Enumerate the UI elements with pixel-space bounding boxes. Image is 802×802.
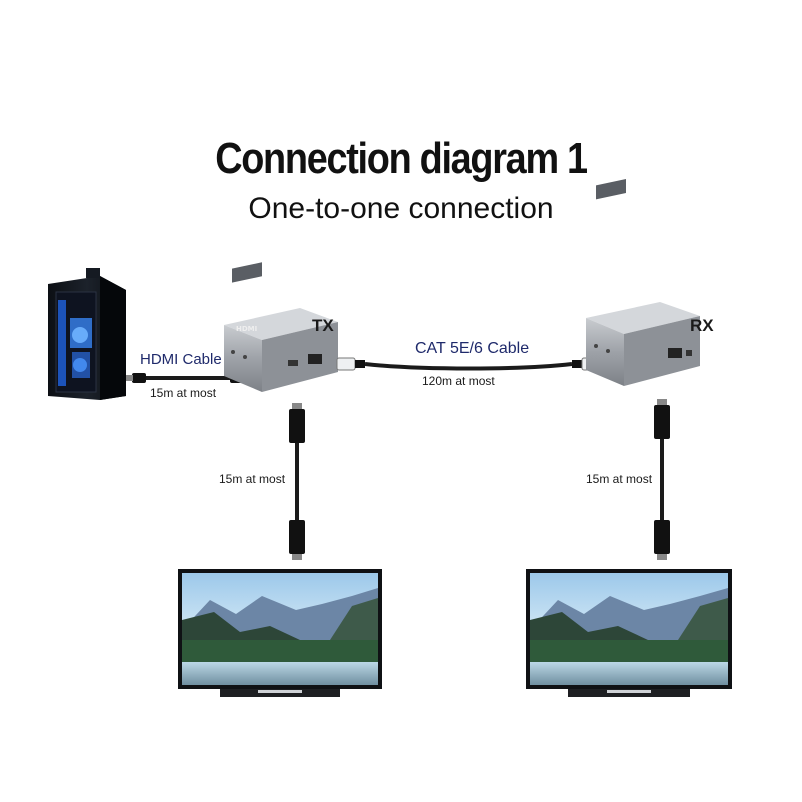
hdmi-cable-label: HDMI Cable <box>140 351 222 368</box>
rx-display-distance: 15m at most <box>586 472 653 486</box>
cat-cable-label: CAT 5E/6 Cable <box>415 340 530 357</box>
tx-brand-text: HDMI <box>236 325 257 333</box>
tx-label: TX <box>312 316 334 335</box>
rx-label: RX <box>690 316 714 335</box>
rx-extender-icon <box>586 178 700 386</box>
left-monitor-icon <box>178 569 382 697</box>
cat-distance: 120m at most <box>422 374 495 388</box>
hdmi-source-distance: 15m at most <box>150 386 217 400</box>
right-monitor-icon <box>526 569 732 697</box>
tx-display-distance: 15m at most <box>219 472 286 486</box>
hdmi-cable-rx-display <box>654 399 670 560</box>
cat-cable <box>336 357 601 371</box>
diagram-title: Connection diagram 1 <box>215 134 588 183</box>
diagram-subtitle: One-to-one connection <box>248 192 554 225</box>
hdmi-cable-tx-display <box>289 403 305 560</box>
pc-tower-icon <box>48 268 126 400</box>
tx-extender-icon: HDMI <box>224 262 338 392</box>
